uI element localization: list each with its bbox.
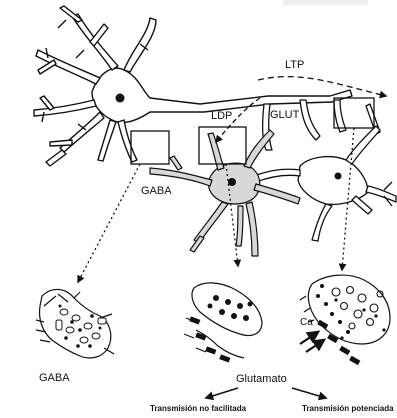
no-facilitada-label: Transmisión no facilitada	[150, 405, 246, 413]
glutamato-label: Glutamato	[236, 374, 287, 385]
interneuron-nucleus	[228, 178, 236, 186]
glutamato-arrows	[206, 388, 326, 398]
ca-arrows	[300, 332, 324, 352]
ca-label: Ca	[300, 318, 313, 328]
ldp-box	[199, 127, 246, 164]
gaba-interneuron	[150, 130, 300, 256]
zoom-arrow-gaba	[78, 164, 140, 282]
ldp-dots	[208, 295, 253, 321]
ltp-postsynaptic-marks	[317, 320, 360, 365]
ltp-arrow	[258, 77, 386, 96]
potenciada-label: Transmisión potenciada	[302, 405, 394, 413]
lower-right-nucleus	[335, 173, 342, 180]
top-bar	[283, 0, 368, 5]
gaba-bottom-label: GABA	[39, 373, 70, 384]
ltp-label: LTP	[285, 60, 304, 71]
upper-neuron-nucleus	[116, 94, 125, 103]
glut-label: GLUT	[270, 110, 299, 121]
ldp-label: LDP	[211, 111, 232, 122]
lower-right-neuron	[254, 126, 396, 241]
upper-neuron	[34, 6, 352, 166]
gaba-top-label: GABA	[141, 186, 172, 197]
gaba-vesicles	[56, 309, 106, 343]
